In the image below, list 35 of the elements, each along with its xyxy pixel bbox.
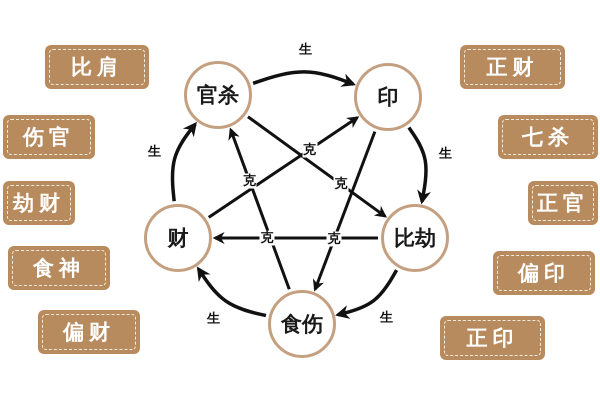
- edge-label: 克: [334, 176, 349, 192]
- arrow: [247, 116, 387, 218]
- ten-god-tag: 正财: [460, 45, 565, 89]
- arrow: [312, 131, 376, 292]
- element-name: 财: [168, 224, 188, 252]
- element-name: 食伤: [281, 310, 323, 338]
- edge-label: 克: [302, 142, 318, 158]
- ten-god-tag: 正印: [440, 316, 545, 360]
- edge-label: 克: [326, 231, 342, 246]
- arrow: [407, 126, 431, 204]
- edge-label: 生: [146, 144, 162, 160]
- arrow: [252, 70, 356, 87]
- ten-god-tag: 正官: [528, 181, 598, 225]
- arrow: [212, 232, 378, 244]
- edge-label: 克: [242, 173, 257, 188]
- arrow: [170, 122, 197, 202]
- edge-label: 生: [378, 310, 394, 326]
- edge-label: 生: [206, 311, 222, 326]
- ten-god-tag: 伤官: [3, 115, 95, 159]
- arrow: [196, 266, 266, 318]
- arrow: [335, 269, 398, 319]
- ten-god-tag: 比肩: [45, 45, 149, 89]
- arrow: [228, 127, 291, 290]
- edge-label: 克: [260, 230, 275, 246]
- ten-god-tag: 七杀: [498, 115, 598, 159]
- element-name: 印: [378, 83, 398, 111]
- ten-god-tag: 劫财: [3, 181, 75, 225]
- ten-god-tag: 偏印: [493, 251, 595, 295]
- ten-god-tag: 食神: [8, 246, 110, 290]
- edge-label: 生: [298, 42, 314, 58]
- edge-label: 生: [438, 146, 453, 162]
- arrow: [208, 116, 360, 219]
- element-name: 官杀: [197, 81, 239, 109]
- ten-god-tag: 偏财: [38, 310, 140, 354]
- element-name: 比劫: [394, 224, 436, 252]
